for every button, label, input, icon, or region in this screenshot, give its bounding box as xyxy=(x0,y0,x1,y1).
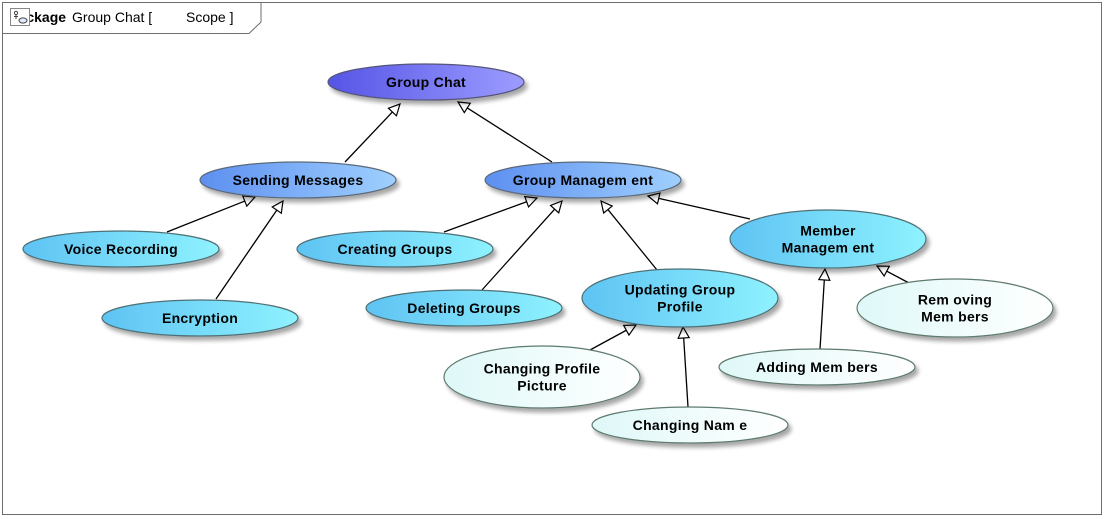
node-ellipse xyxy=(484,161,682,199)
node-label: Rem oving xyxy=(918,292,992,308)
edge-line xyxy=(658,197,751,220)
feature-node-creating-groups[interactable]: Creating Groups xyxy=(296,230,494,268)
hollow-arrowhead-icon xyxy=(600,199,614,215)
hollow-arrowhead-icon xyxy=(241,195,257,208)
node-label: Sending Messages xyxy=(233,172,364,188)
scope-label: Scope xyxy=(185,9,226,25)
generalization-edge-deleting-groups xyxy=(481,200,563,291)
node-ellipse xyxy=(581,268,779,328)
node-label: Encryption xyxy=(162,310,238,326)
edge-line xyxy=(819,279,825,350)
edge-line xyxy=(886,270,910,284)
generalization-edge-group-management xyxy=(456,101,553,163)
node-label: Picture xyxy=(517,378,567,394)
hollow-arrowhead-icon xyxy=(677,325,691,339)
node-ellipse xyxy=(729,209,927,269)
hollow-arrowhead-icon xyxy=(271,199,284,215)
hollow-arrowhead-icon xyxy=(875,265,891,278)
feature-node-deleting-groups[interactable]: Deleting Groups xyxy=(365,289,563,327)
edge-line xyxy=(466,107,553,163)
node-label: Group Chat xyxy=(386,74,466,90)
node-ellipse xyxy=(327,63,525,101)
node-label: Changing Nam e xyxy=(633,417,748,433)
node-label: Member xyxy=(800,223,856,239)
feature-node-adding-members[interactable]: Adding Mem bers xyxy=(718,348,916,386)
feature-node-group-management[interactable]: Group Managem ent xyxy=(484,161,682,199)
node-ellipse xyxy=(101,299,299,337)
node-label: Adding Mem bers xyxy=(756,359,878,375)
node-label: Creating Groups xyxy=(338,241,453,257)
node-label: Voice Recording xyxy=(64,241,178,257)
hollow-arrowhead-icon xyxy=(387,103,401,117)
node-ellipse xyxy=(365,289,563,327)
edge-line xyxy=(344,111,393,163)
edge-line xyxy=(589,329,627,351)
package-name: Group Chat [ xyxy=(72,9,153,25)
edge-line xyxy=(481,208,556,291)
generalization-edge-removing-members xyxy=(875,265,910,284)
feature-node-encryption[interactable]: Encryption xyxy=(101,299,299,337)
feature-node-group-chat[interactable]: Group Chat xyxy=(327,63,525,101)
generalization-edge-changing-name xyxy=(677,325,691,408)
edge-line xyxy=(607,209,658,271)
node-label: Deleting Groups xyxy=(407,300,520,316)
package-scope-icon xyxy=(10,8,178,26)
feature-node-changing-name[interactable]: Changing Nam e xyxy=(591,406,789,444)
edge-line xyxy=(166,200,246,233)
generalization-edge-creating-groups xyxy=(443,195,539,233)
node-ellipse xyxy=(591,406,789,444)
edge-line xyxy=(443,201,527,233)
hollow-arrowhead-icon xyxy=(549,200,563,214)
hollow-arrowhead-icon xyxy=(523,195,539,209)
node-ellipse xyxy=(718,348,916,386)
node-ellipse xyxy=(856,278,1054,338)
generalization-edge-changing-profile-picture xyxy=(589,324,638,351)
hollow-arrowhead-icon xyxy=(622,324,638,337)
node-ellipse xyxy=(296,230,494,268)
node-label: Changing Profile xyxy=(484,361,601,377)
feature-node-voice-recording[interactable]: Voice Recording xyxy=(22,230,220,268)
edges-layer xyxy=(166,101,910,408)
feature-node-sending-messages[interactable]: Sending Messages xyxy=(199,161,397,199)
generalization-edge-encryption xyxy=(215,199,284,300)
edge-line xyxy=(683,337,689,408)
generalization-edge-member-management xyxy=(646,192,751,220)
generalization-edge-sending-messages xyxy=(344,103,401,163)
node-ellipse xyxy=(443,345,641,409)
hollow-arrowhead-icon xyxy=(817,267,831,281)
edge-line xyxy=(215,209,278,300)
node-label: Mem bers xyxy=(921,309,989,325)
node-ellipse xyxy=(22,230,220,268)
node-label: Profile xyxy=(657,299,703,315)
node-label: Group Managem ent xyxy=(513,172,653,188)
hollow-arrowhead-icon xyxy=(456,101,472,114)
generalization-edge-updating-group-profile xyxy=(600,199,658,271)
node-ellipse xyxy=(199,161,397,199)
node-label: Managem ent xyxy=(782,240,875,256)
generalization-edge-voice-recording xyxy=(166,195,257,233)
hollow-arrowhead-icon xyxy=(646,192,661,205)
generalization-edge-adding-members xyxy=(817,267,831,350)
node-label: Updating Group xyxy=(625,282,736,298)
close-bracket: ] xyxy=(229,9,234,25)
